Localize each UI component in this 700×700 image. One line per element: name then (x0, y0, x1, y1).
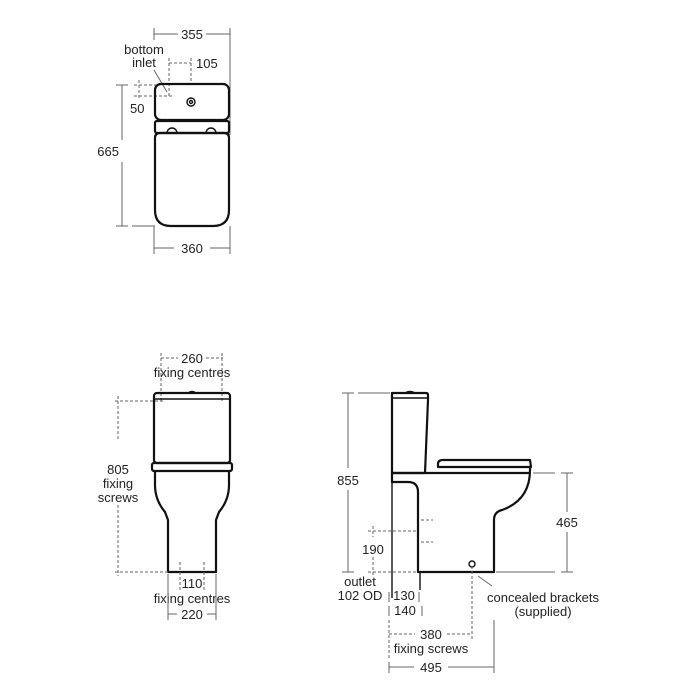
dim-190-label: 190 (362, 542, 384, 557)
supplied-label: (supplied) (514, 604, 571, 619)
bottom-inlet-label-1: bottom (124, 42, 164, 57)
plan-view: 355 bottom inlet 105 50 665 (97, 27, 231, 256)
outlet-label: outlet (344, 574, 376, 589)
dim-105-label: 105 (196, 56, 218, 71)
outlet-od-label: 102 OD (338, 588, 383, 603)
cistern-side (390, 391, 430, 475)
seat-side (436, 458, 533, 469)
dim-360-label: 360 (181, 241, 203, 256)
dim-260-label: 260 (181, 351, 203, 366)
dimension-355: 355 (153, 27, 231, 135)
cistern-front (152, 391, 232, 465)
dim-665-label: 665 (97, 144, 119, 159)
bottom-inlet-label-2: inlet (132, 55, 156, 70)
dim-50-label: 50 (130, 101, 144, 116)
dim-380-label: 380 (420, 627, 442, 642)
fixing-centres-top-label: fixing centres (154, 365, 231, 380)
fixing-centres-base-label: fixing centres (154, 591, 231, 606)
bracket-leader-arrow (477, 575, 493, 587)
concealed-brackets-label: concealed brackets (487, 590, 600, 605)
front-view: 260 fixing centres 805 fixing screws 110… (98, 351, 234, 622)
flush-button (186, 97, 196, 107)
dim-465-label: 465 (556, 515, 578, 530)
screws-label: screws (98, 490, 139, 505)
dim-855-label: 855 (337, 473, 359, 488)
dim-355-label: 355 (181, 27, 203, 42)
dim-130-label: 130 (393, 588, 415, 603)
inlet-leader-arrow (153, 69, 168, 93)
dim-110-label: 110 (182, 576, 203, 591)
fixing-label: fixing (103, 476, 133, 491)
fixing-screws-label: fixing screws (394, 641, 469, 656)
side-view: 855 465 190 outlet 102 OD 130 140 concea… (337, 390, 600, 675)
seat-plan (153, 131, 231, 228)
dim-805-label: 805 (107, 462, 129, 477)
bowl-front (153, 469, 231, 574)
dim-220-label: 220 (181, 607, 203, 622)
dim-140-label: 140 (394, 603, 416, 618)
dim-495-label: 495 (420, 660, 442, 675)
pan-side (390, 465, 532, 574)
